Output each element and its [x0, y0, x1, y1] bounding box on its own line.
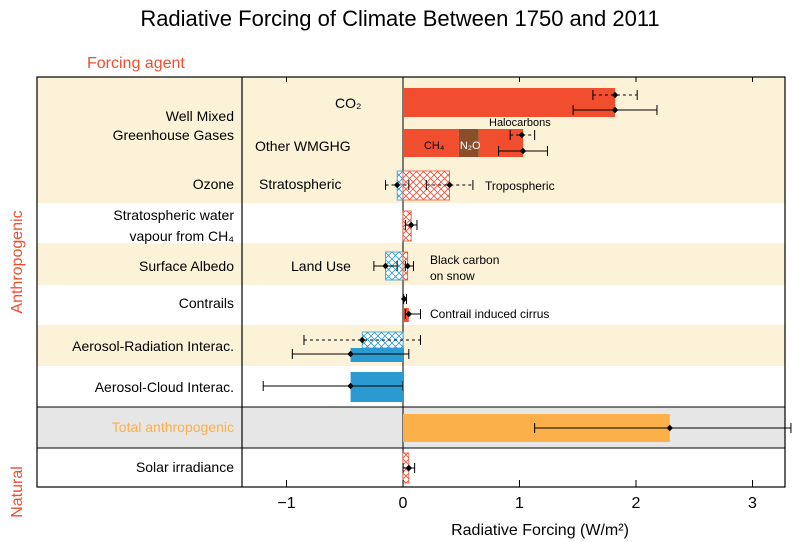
inner-label-co2: CO₂ [335, 95, 361, 111]
errbar-tropospheric-ozone [425, 180, 474, 190]
x-axis-label: Radiative Forcing (W/m²) [451, 522, 629, 539]
bar-halocarbons [478, 129, 523, 157]
errbar-stratospheric-ozone [385, 180, 410, 190]
inner-label-land-use: Land Use [291, 258, 351, 274]
group-label-natural: Natural [9, 466, 26, 518]
point-strat-water [407, 221, 415, 229]
point-land-use [382, 262, 389, 270]
row-label-contrails: Contrails [179, 295, 234, 311]
x-tick-label-2: 2 [632, 495, 641, 512]
bar-contrail-cirrus [403, 308, 409, 322]
point-co2-dashed [611, 91, 619, 99]
row-label-solar-irradiance: Solar irradiance [136, 459, 234, 475]
group-label-anthropogenic: Anthropogenic [9, 210, 26, 313]
point-contrails [400, 295, 408, 303]
point-halocarbons-dashed [518, 131, 526, 139]
point-solar-irradiance [405, 464, 413, 472]
point-aerosol-radiation-adjusted [347, 350, 354, 358]
plot-frame [36, 76, 786, 488]
errbar-aerosol-cloud [262, 381, 404, 391]
row-label-aerosol-radiation: Aerosol-Radiation Interac. [72, 338, 234, 354]
point-total-anthropogenic [666, 424, 673, 432]
row-label-ozone: Ozone [193, 176, 234, 192]
point-stratospheric-ozone [393, 181, 401, 189]
chart-title: Radiative Forcing of Climate Between 175… [140, 6, 659, 31]
annotation-black-carbon-1: Black carbon [430, 253, 499, 267]
inner-label-other-wmghg: Other WMGHG [255, 138, 351, 154]
point-tropospheric-ozone [446, 181, 453, 189]
bar-n2o [458, 129, 479, 157]
bar-ch4 [403, 129, 459, 157]
errbar-aerosol-radiation [303, 335, 421, 345]
row-band-5 [37, 325, 785, 366]
point-black-carbon [404, 262, 411, 270]
bar-label-ch4: CH₄ [424, 140, 445, 152]
row-label-strat-water-2: vapour from CH₄ [129, 228, 234, 244]
bar-co2 [403, 88, 616, 117]
point-contrail-cirrus [405, 310, 413, 318]
row-label-wmghg-2: Greenhouse Gases [113, 127, 234, 143]
bar-aerosol-radiation-adjusted [350, 348, 403, 362]
annotation-tropospheric: Tropospheric [485, 179, 555, 193]
point-aerosol-cloud [347, 382, 354, 390]
bar-label-halocarbons: Halocarbons [489, 117, 551, 129]
bar-aerosol-cloud [350, 372, 403, 402]
point-co2 [611, 106, 619, 114]
x-tick-label-0: 0 [399, 495, 408, 512]
errbar-co2-dashed [592, 90, 638, 100]
column-header: Forcing agent [87, 55, 185, 72]
row-label-aerosol-cloud: Aerosol-Cloud Interac. [95, 379, 234, 395]
row-label-total-anthropogenic: Total anthropogenic [112, 419, 234, 435]
row-label-wmghg-1: Well Mixed [166, 108, 234, 124]
point-aerosol-radiation [359, 336, 366, 344]
errbar-total-anthropogenic [534, 423, 792, 433]
row-label-strat-water-1: Stratospheric water [113, 207, 234, 223]
annotation-contrail-cirrus: Contrail induced cirrus [430, 307, 549, 321]
x-tick-label-1: 1 [515, 495, 524, 512]
inner-label-stratospheric: Stratospheric [259, 176, 341, 192]
point-other-wmghg [519, 147, 527, 155]
bar-label-n2o: N₂O [460, 140, 481, 152]
row-band-3 [37, 243, 785, 285]
x-tick-label-3: 3 [748, 495, 757, 512]
x-tick-label--1: −1 [277, 495, 295, 512]
annotation-black-carbon-2: on snow [430, 269, 475, 283]
row-label-surface-albedo: Surface Albedo [139, 258, 234, 274]
